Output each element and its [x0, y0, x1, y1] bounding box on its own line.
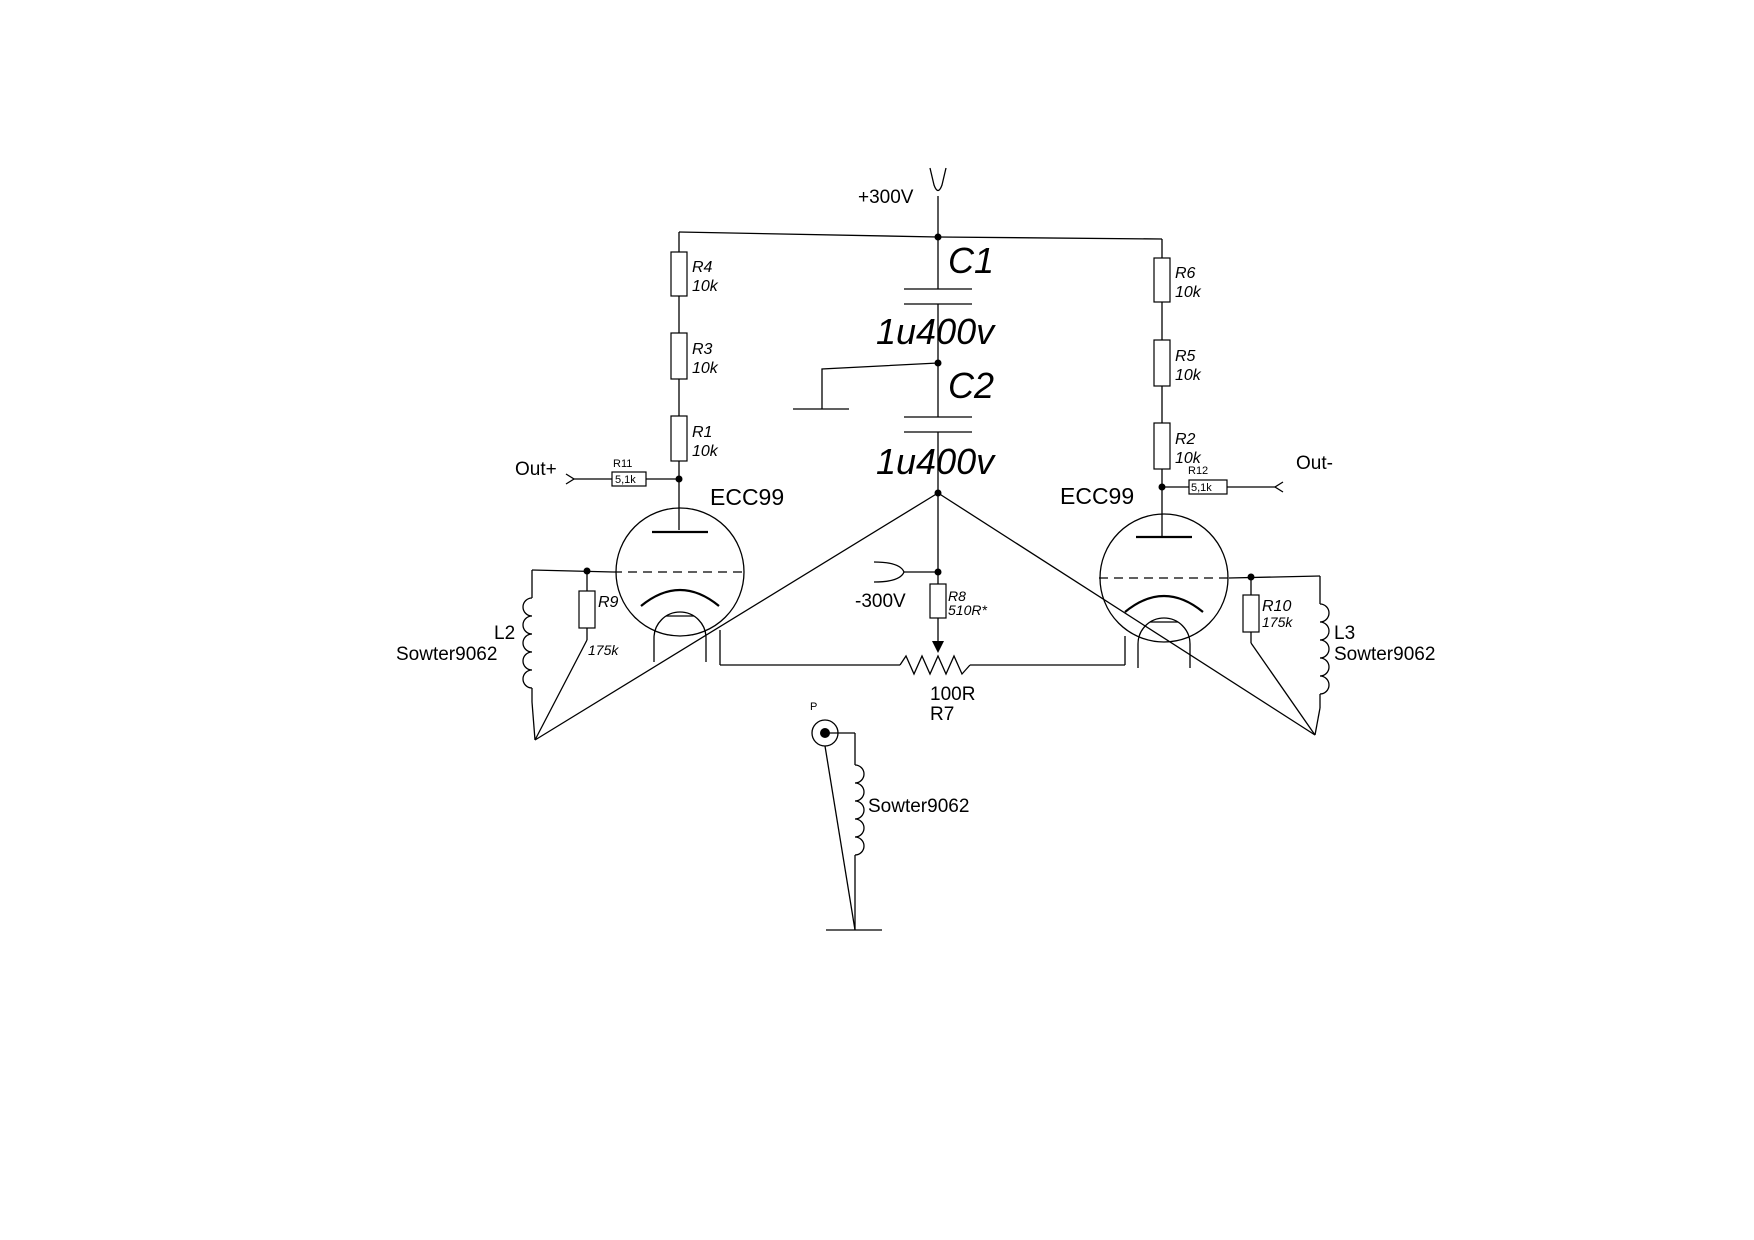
resistor-r10	[1242, 594, 1260, 633]
positive-supply: +300V	[858, 167, 947, 237]
r6-ref-label: R6	[1175, 265, 1196, 282]
tube-heater	[653, 611, 707, 662]
resistor-r1	[670, 415, 688, 462]
output-minus: R12 5,1k Out-	[1162, 453, 1333, 495]
negative-supply-terminal	[873, 561, 905, 583]
negative-supply: -300V	[855, 493, 942, 612]
resistor-r8	[929, 583, 947, 619]
r4-value-label: 10k	[692, 278, 719, 295]
r2-value-label: 10k	[1175, 450, 1202, 467]
left-grid-input: R9 175k L2 Sowter9062	[396, 567, 619, 741]
potentiometer-zigzag	[899, 654, 971, 676]
tube-cathode	[1124, 594, 1204, 613]
right-tube: ECC99	[1060, 483, 1229, 668]
negative-supply-label: -300V	[855, 591, 906, 612]
left-tube-label: ECC99	[710, 484, 784, 510]
r3-value-label: 10k	[692, 360, 719, 377]
r1-value-label: 10k	[692, 443, 719, 460]
inductor-input	[854, 764, 865, 856]
resistor-r9	[578, 590, 596, 629]
r8-value-label: 510R*	[948, 602, 987, 618]
l2-ref-label: L2	[494, 623, 515, 644]
r5-value-label: 10k	[1175, 367, 1202, 384]
resistor-r4	[670, 251, 688, 297]
tube-cathode	[640, 588, 720, 607]
resistor-r2	[1153, 422, 1171, 470]
c2-ref-label: C2	[948, 365, 994, 406]
r11-value-label: 5,1k	[615, 474, 636, 486]
r3-ref-label: R3	[692, 341, 713, 358]
resistor-r5	[1153, 339, 1171, 387]
r11-ref-label: R11	[613, 458, 632, 470]
potentiometer-r7: 100R R7	[880, 654, 995, 725]
resistor-r8-group: R8 510R*	[929, 572, 987, 653]
input-connector-label: P	[810, 701, 817, 713]
top-rail	[678, 231, 1163, 241]
input-inductor-label: Sowter9062	[868, 796, 969, 817]
resistor-r6	[1153, 257, 1171, 303]
inductor-l3	[1319, 603, 1330, 695]
inductor-l2	[522, 597, 533, 689]
resistor-r3	[670, 332, 688, 380]
r1-ref-label: R1	[692, 424, 712, 441]
right-grid-input: R10 175k L3 Sowter9062	[1228, 573, 1435, 736]
r4-ref-label: R4	[692, 259, 713, 276]
right-plate-load: R6 10k R5 10k R2 10k	[1153, 239, 1202, 536]
r10-value-label: 175k	[1262, 614, 1293, 630]
ground-midpoint	[793, 362, 939, 410]
out-minus-label: Out-	[1296, 453, 1333, 474]
positive-supply-terminal	[929, 167, 947, 192]
out-plus-arrow	[565, 473, 576, 485]
r7-value-label: 100R	[930, 684, 975, 705]
l3-ref-label: L3	[1334, 623, 1355, 644]
l2-value-label: Sowter9062	[396, 644, 497, 665]
c1-ref-label: C1	[948, 240, 994, 281]
r6-value-label: 10k	[1175, 284, 1202, 301]
out-minus-arrow	[1273, 481, 1284, 493]
r10-ref-label: R10	[1262, 598, 1291, 615]
r8-ref-label: R8	[948, 588, 966, 604]
r12-ref-label: R12	[1188, 465, 1208, 477]
left-plate-load: R4 10k R3 10k R1 10k	[670, 232, 719, 530]
tube-heater	[1137, 617, 1191, 668]
r5-ref-label: R5	[1175, 348, 1196, 365]
l3-value-label: Sowter9062	[1334, 644, 1435, 665]
r12-value-label: 5,1k	[1191, 482, 1212, 494]
r9-ref-label: R9	[598, 594, 619, 611]
right-tube-label: ECC99	[1060, 483, 1134, 509]
r2-ref-label: R2	[1175, 431, 1196, 448]
positive-supply-label: +300V	[858, 187, 914, 208]
capacitor-c1: C1 1u400v	[876, 237, 996, 363]
r9-value-label: 175k	[588, 642, 619, 658]
out-plus-label: Out+	[515, 459, 557, 480]
c1-value-label: 1u400v	[876, 311, 996, 352]
wiper-arrow	[932, 641, 944, 653]
output-plus: Out+ R11 5,1k	[515, 458, 679, 487]
r7-ref-label: R7	[930, 704, 954, 725]
c2-value-label: 1u400v	[876, 441, 996, 482]
capacitor-c2: C2 1u400v	[876, 363, 996, 493]
left-tube: ECC99	[613, 484, 784, 662]
input-section: P Sowter9062	[810, 701, 969, 931]
